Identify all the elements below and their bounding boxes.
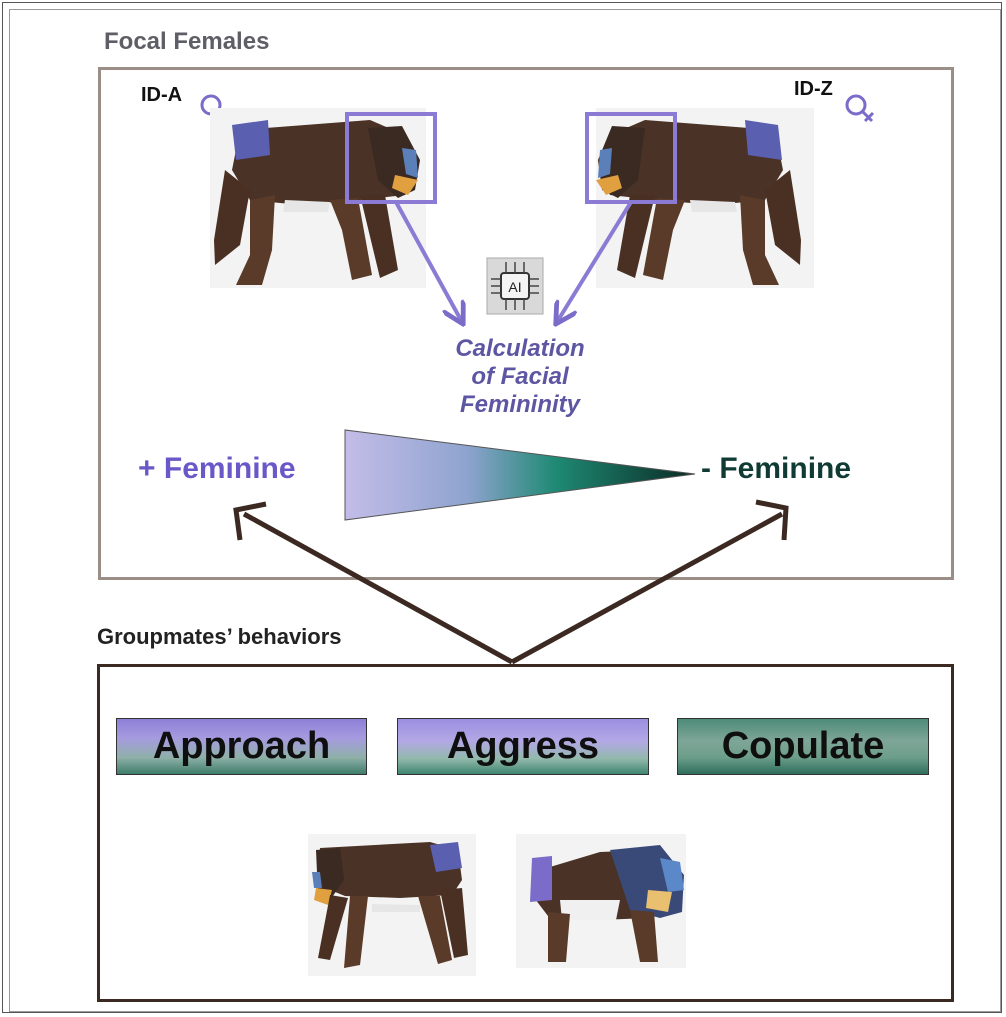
ai-chip-icon: AI <box>486 257 544 315</box>
minus-sign: - <box>701 452 711 485</box>
calculation-label: Calculation of Facial Femininity <box>420 335 620 419</box>
id-z-label: ID-Z <box>794 78 833 100</box>
focal-females-panel <box>98 67 954 580</box>
mandrill-female-a-illustration <box>210 108 426 288</box>
id-a-label: ID-A <box>141 84 183 106</box>
more-feminine-label: + Feminine <box>138 452 296 486</box>
arrow-face-a-to-calc <box>394 201 462 322</box>
plus-sign: + <box>138 452 156 485</box>
mandrill-female-z-illustration <box>596 108 814 288</box>
groupmates-panel <box>97 664 954 1002</box>
more-feminine-text: Feminine <box>163 452 296 485</box>
female-symbol-icon <box>845 94 875 123</box>
figure-inner-frame <box>9 9 1001 1012</box>
behavior-aggress: Aggress <box>397 718 649 775</box>
ai-chip-label: AI <box>508 279 521 295</box>
femininity-gradient-wedge <box>344 429 696 521</box>
less-feminine-text: Feminine <box>719 452 852 485</box>
groupmates-title: Groupmates’ behaviors <box>97 624 342 649</box>
behavior-approach: Approach <box>116 718 367 775</box>
calculation-line-3: Femininity <box>459 391 580 418</box>
mandrill-groupmate-male-illustration <box>516 834 686 968</box>
mandrill-groupmate-female-illustration <box>308 834 476 976</box>
less-feminine-label: - Feminine <box>701 452 851 486</box>
behavior-copulate: Copulate <box>677 718 929 775</box>
calculation-line-2: of Facial <box>471 363 569 390</box>
face-box-a <box>345 112 437 204</box>
calculation-line-1: Calculation <box>455 335 585 362</box>
arrow-face-z-to-calc <box>557 200 633 322</box>
groupmates-arrows <box>233 499 789 665</box>
focal-females-title: Focal Females <box>104 28 270 55</box>
